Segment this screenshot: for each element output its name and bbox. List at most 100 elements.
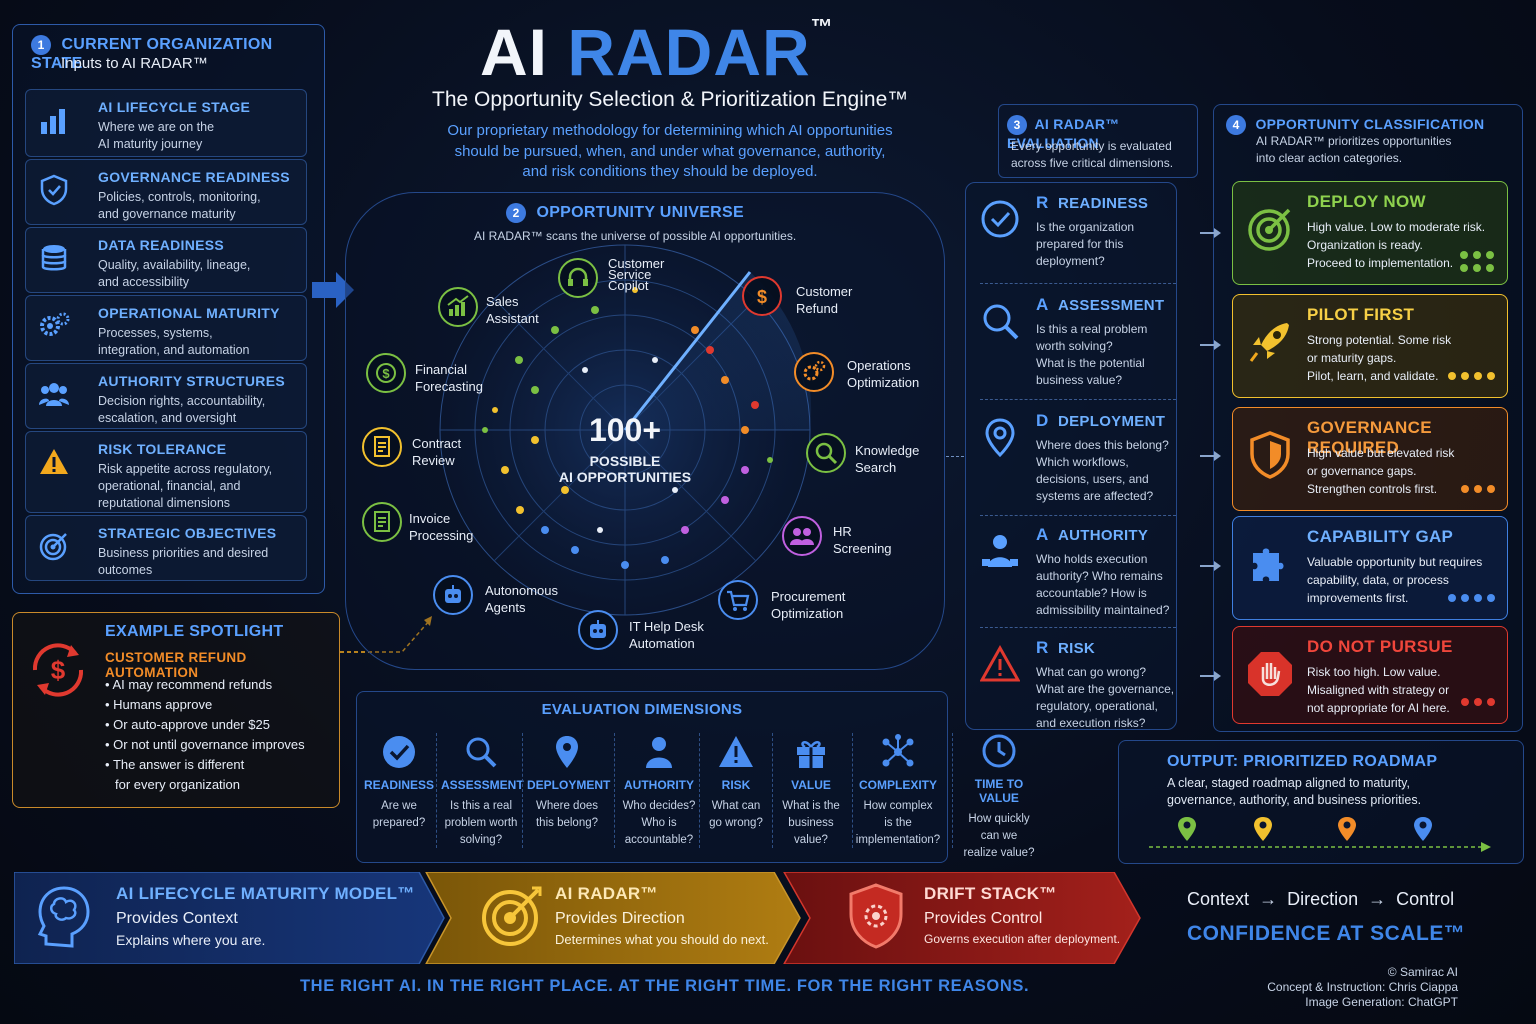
shield-icon [849,883,903,949]
evaluation-header: 3 AI RADAR™ EVALUATION Every opportunity… [998,104,1198,178]
footer-seg-radar[interactable]: AI RADAR™ Provides Direction Determines … [555,884,769,947]
input-strategic-objectives[interactable]: STRATEGIC OBJECTIVES Business priorities… [25,515,307,581]
input-title: AUTHORITY STRUCTURES [98,373,285,389]
priority-dots [1443,367,1495,385]
card-deploy-now[interactable]: DEPLOY NOW High value. Low to moderate r… [1232,181,1508,285]
gears-icon[interactable] [794,352,834,392]
list-item: for every organization [115,777,241,792]
dim-title: READINESS [363,778,434,792]
dimensions-title: EVALUATION DIMENSIONS [541,701,743,718]
input-governance-readiness[interactable]: GOVERNANCE READINESS Policies, controls,… [25,159,307,225]
list-item: • Humans approve [105,697,213,712]
card-title: PILOT FIRST [1307,305,1415,324]
database-icon [41,245,67,271]
example-spotlight-panel: $ EXAMPLE SPOTLIGHT CUSTOMER REFUND AUTO… [12,612,340,808]
input-data-readiness[interactable]: DATA READINESS Quality, availability, li… [25,227,307,293]
forecast-dollar-icon[interactable]: $ [366,353,406,393]
seg-line: Provides Direction [555,910,685,927]
classification-title: OPPORTUNITY CLASSIFICATION [1255,116,1485,133]
desc-line: should be pursued, when, and under what … [454,142,886,160]
center-line: POSSIBLE [589,453,661,469]
footer-seg-maturity[interactable]: AI LIFECYCLE MATURITY MODEL™ Provides Co… [116,884,415,948]
eval-letter: A [1036,525,1049,544]
location-pin-icon [556,736,578,768]
input-title: AI LIFECYCLE STAGE [98,99,251,115]
panel-subtitle: Inputs to AI RADAR™ [61,55,208,72]
invoice-icon[interactable] [362,502,402,542]
shopping-cart-icon[interactable] [718,580,758,620]
arrow-to-governance-required [1200,451,1221,461]
magnifier-icon[interactable] [806,433,846,473]
input-authority-structures[interactable]: AUTHORITY STRUCTURES Decision rights, ac… [25,363,307,429]
input-title: STRATEGIC OBJECTIVES [98,525,277,541]
warning-icon [980,644,1020,682]
title-radar: RADAR [567,15,811,89]
dollar-refund-icon[interactable]: $ [742,276,782,316]
eval-title: ASSESSMENT [1058,297,1165,314]
document-icon[interactable] [362,427,402,467]
robot-icon[interactable] [433,575,473,615]
seg-title: AI RADAR™ [555,884,658,903]
eval-deployment[interactable]: D DEPLOYMENT Where does this belong?Whic… [966,411,1176,515]
divider [980,627,1176,628]
sales-chart-icon[interactable] [438,287,478,327]
input-risk-tolerance[interactable]: RISK TOLERANCE Risk appetite across regu… [25,431,307,513]
people-screening-icon[interactable] [782,516,822,556]
spotlight-bullets: • AI may recommend refunds • Humans appr… [105,675,305,795]
seg-line: Governs execution after deployment. [924,932,1121,946]
divider [980,283,1176,284]
footer-seg-drift[interactable]: DRIFT STACK™ Provides Control Governs ex… [924,884,1120,946]
card-title: GOVERNANCE REQUIRED [1307,418,1432,457]
input-desc: Policies, controls, monitoring,and gover… [98,190,261,221]
bar-chart-icon [41,109,65,134]
card-do-not-pursue[interactable]: DO NOT PURSUE Risk too high. Low value.M… [1232,626,1508,724]
help-robot-icon[interactable] [578,610,618,650]
divider [980,399,1176,400]
arrow-to-do-not-pursue [1200,671,1221,681]
card-capability-gap[interactable]: CAPABILITY GAP Valuable opportunity but … [1232,516,1508,620]
eval-letter: R [1036,638,1049,657]
customer-service-copilot-icon[interactable] [558,258,598,298]
universe-title: OPPORTUNITY UNIVERSE [536,204,744,222]
card-governance-required[interactable]: GOVERNANCE REQUIRED High value but eleva… [1232,407,1508,511]
seg-line: Provides Control [924,910,1043,927]
card-desc: High value. Low to moderate risk.Organiz… [1307,220,1486,270]
input-operational-maturity[interactable]: OPERATIONAL MATURITY Processes, systems,… [25,295,307,361]
dim-title: COMPLEXITY [858,778,937,792]
evaluation-title: AI RADAR™ EVALUATION [1007,116,1120,151]
eval-title: RISK [1058,640,1096,657]
gift-icon [797,741,825,768]
eval-title: READINESS [1058,195,1149,212]
desc-line: Our proprietary methodology for determin… [447,122,893,139]
flow-arrow-icon [312,272,354,308]
credit-line: Image Generation: ChatGPT [1305,995,1458,1009]
eval-desc: Where does this belong?Which workflows,d… [1036,438,1169,503]
desc-line: and risk conditions they should be deplo… [522,163,818,180]
eval-risk[interactable]: R RISK What can go wrong?What are the go… [966,638,1176,734]
input-title: GOVERNANCE READINESS [98,169,290,185]
